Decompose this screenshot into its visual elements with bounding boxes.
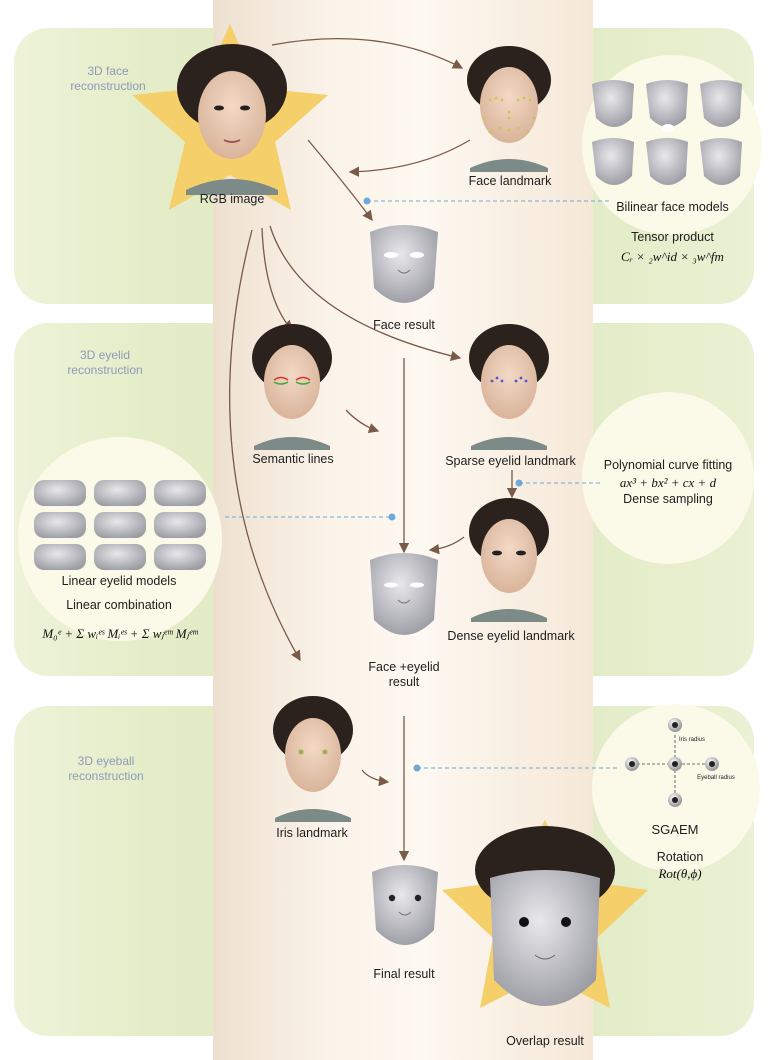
arrow bbox=[307, 139, 373, 222]
sparse-eyelid-photo bbox=[469, 324, 549, 450]
dense-eyelid-photo bbox=[469, 498, 549, 622]
section-label-face: 3D face reconstruction bbox=[70, 64, 146, 93]
polynomial-formula: ax³ + bx² + cx + d bbox=[619, 475, 717, 490]
sgaem-eyeballs bbox=[625, 718, 719, 807]
tensor-product-label: Tensor product bbox=[631, 230, 714, 244]
section-label-eyelid: 3D eyelid reconstruction bbox=[67, 348, 143, 377]
face-eyelid-result-mesh bbox=[370, 553, 438, 635]
dashed-connector-dot bbox=[515, 479, 523, 487]
iris-landmark-photo bbox=[273, 696, 353, 822]
polynomial-circle bbox=[582, 392, 754, 564]
overlap-result-label: Overlap result bbox=[506, 1034, 584, 1048]
tensor-formula: Cᵣ × ₂w^id × ₃w^fm bbox=[621, 249, 724, 264]
dashed-connector-dot bbox=[363, 197, 371, 205]
rgb-image-photo bbox=[177, 44, 287, 195]
linear-formula: M₀ᵉ + Σ wᵢᵉˢ Mᵢᵉˢ + Σ wⱼᵉᵐ Mⱼᵉᵐ bbox=[42, 626, 198, 641]
arrow bbox=[345, 409, 380, 434]
semantic-lines-photo bbox=[252, 324, 332, 450]
linear-combination-label: Linear combination bbox=[66, 598, 172, 612]
eyeball-radius-label: Eyeball radius bbox=[697, 775, 735, 781]
overlap-result-image bbox=[475, 826, 615, 1006]
linear-eyelid-models-grid bbox=[34, 480, 206, 570]
arrow bbox=[269, 225, 462, 361]
bilinear-face-models-label: Bilinear face models bbox=[616, 200, 729, 214]
final-result-mesh bbox=[372, 865, 438, 945]
arrow bbox=[229, 229, 301, 662]
sparse-eyelid-landmark-label: Sparse eyelid landmark bbox=[445, 454, 576, 468]
dense-eyelid-landmark-label: Dense eyelid landmark bbox=[447, 629, 575, 643]
iris-landmark-label: Iris landmark bbox=[276, 826, 348, 840]
dashed-connector-dot bbox=[413, 764, 421, 772]
face-landmark-label: Face landmark bbox=[468, 174, 552, 188]
sgaem-label: SGAEM bbox=[651, 822, 699, 837]
face-eyelid-result-label: Face +eyelid result bbox=[368, 660, 440, 689]
section-label-eyeball: 3D eyeball reconstruction bbox=[68, 754, 144, 783]
iris-radius-label: Iris radius bbox=[678, 737, 705, 743]
face-result-label: Face result bbox=[373, 318, 435, 332]
sgaem-circle bbox=[592, 704, 760, 872]
rotation-label: Rotation bbox=[656, 850, 704, 864]
arrow bbox=[428, 536, 465, 555]
linear-eyelid-models-label: Linear eyelid models bbox=[61, 574, 177, 588]
arrow bbox=[271, 38, 464, 69]
arrow bbox=[261, 227, 293, 331]
dashed-connector-dot bbox=[388, 513, 396, 521]
polynomial-fitting-label: Polynomial curve fitting bbox=[603, 458, 733, 472]
linear-eyelid-models-circle bbox=[18, 437, 222, 641]
dense-sampling-label: Dense sampling bbox=[623, 492, 713, 506]
face-result-mesh bbox=[370, 225, 438, 303]
final-result-label: Final result bbox=[373, 967, 435, 981]
arrow bbox=[361, 769, 390, 787]
rotation-formula: Rot(θ,ϕ) bbox=[658, 866, 702, 881]
arrow bbox=[348, 139, 471, 177]
rgb-image-label: RGB image bbox=[199, 192, 265, 206]
mesh-mouth bbox=[662, 124, 674, 132]
semantic-lines-label: Semantic lines bbox=[252, 452, 334, 466]
face-landmark-photo bbox=[467, 46, 551, 172]
bilinear-face-models-grid bbox=[592, 80, 742, 185]
